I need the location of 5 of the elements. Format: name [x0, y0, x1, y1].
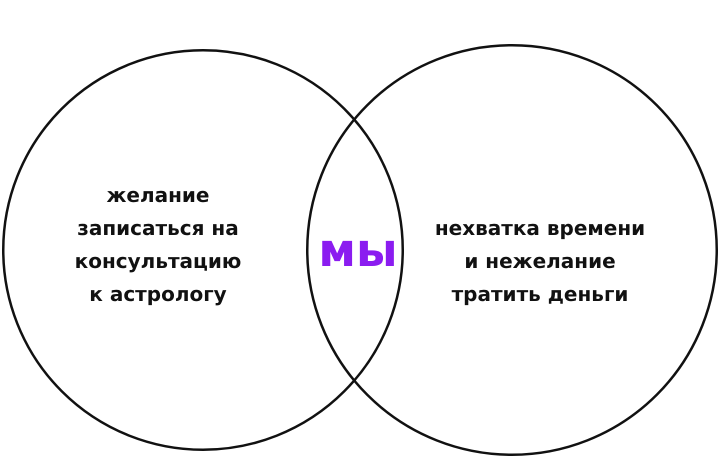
- venn-circle: [2, 49, 404, 451]
- set-label: нехватка времени и нежелание тратить деньги: [434, 214, 646, 308]
- venn-circle: [306, 44, 718, 456]
- intersection-label: мы: [318, 227, 398, 273]
- set-label: желание записаться на консультацию к астрологу: [74, 182, 242, 308]
